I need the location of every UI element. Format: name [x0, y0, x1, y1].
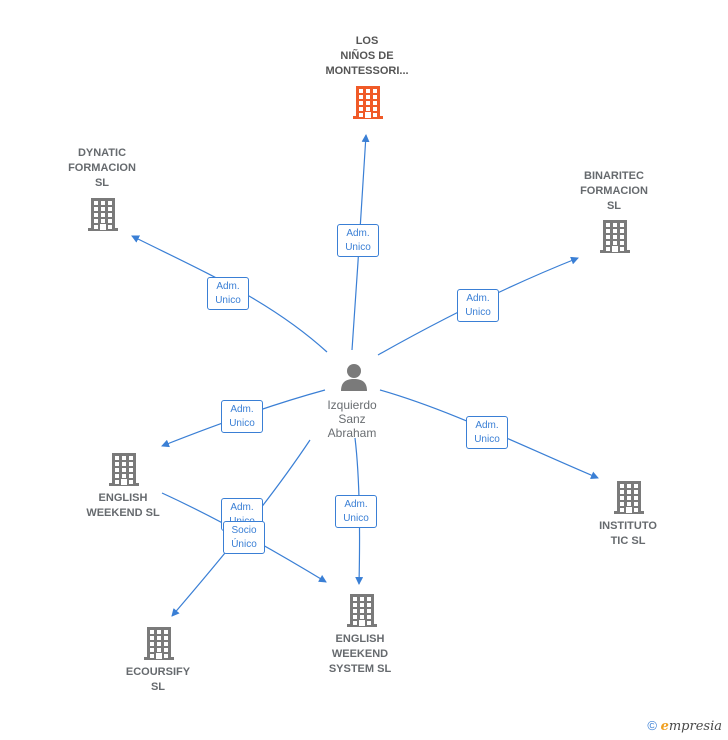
relation-badge-dynatic[interactable]: Adm. Unico	[207, 277, 249, 310]
relation-badge-instituto-tic[interactable]: Adm. Unico	[466, 416, 508, 449]
company-node-ecoursify[interactable]	[142, 625, 176, 666]
company-label-english-weekend[interactable]: ENGLISH WEEKEND SL	[86, 492, 160, 519]
person-name[interactable]: Izquierdo Sanz Abraham	[327, 398, 377, 440]
relation-type: Unico	[343, 513, 369, 524]
relation-type: Único	[231, 539, 257, 550]
copyright-icon: ©	[647, 718, 657, 733]
relation-type: Unico	[465, 307, 491, 318]
person-icon	[341, 364, 367, 391]
company-label-ecoursify[interactable]: ECOURSIFY SL	[125, 666, 191, 693]
company-node-english-weekend-system[interactable]	[345, 592, 379, 633]
relation-role: Adm.	[475, 420, 499, 431]
company-label-english-weekend-system[interactable]: ENGLISH WEEKEND SYSTEM SL	[328, 633, 392, 675]
relation-role: Socio	[231, 525, 257, 536]
brand-logo: empresia	[660, 719, 722, 734]
relation-role: Adm.	[344, 499, 368, 510]
building-icon	[88, 198, 118, 231]
relation-type: Unico	[474, 434, 500, 445]
building-icon	[347, 594, 377, 627]
company-node-dynatic[interactable]	[86, 196, 120, 237]
relation-role: Adm.	[216, 281, 240, 292]
relation-badge-montessori[interactable]: Adm. Unico	[337, 224, 379, 257]
relation-type: Unico	[345, 242, 371, 253]
relation-type: Unico	[215, 295, 241, 306]
relation-badge-binaritec[interactable]: Adm. Unico	[457, 289, 499, 322]
relation-type: Unico	[229, 418, 255, 429]
building-icon	[109, 453, 139, 486]
footer-brand[interactable]: © empresia	[647, 718, 722, 734]
company-label-dynatic[interactable]: DYNATIC FORMACION SL	[68, 147, 136, 189]
relation-badge-english-weekend-system[interactable]: Adm. Unico	[335, 495, 377, 528]
person-node[interactable]	[339, 362, 369, 397]
building-icon	[614, 481, 644, 514]
company-node-montessori[interactable]	[351, 84, 385, 125]
company-node-binaritec[interactable]	[598, 218, 632, 259]
relation-role: Adm.	[346, 228, 370, 239]
building-icon	[600, 220, 630, 253]
relation-role: Adm.	[230, 404, 254, 415]
building-icon	[144, 627, 174, 660]
company-node-english-weekend[interactable]	[107, 451, 141, 492]
company-label-instituto-tic[interactable]: INSTITUTO TIC SL	[599, 520, 657, 547]
company-label-binaritec[interactable]: BINARITEC FORMACION SL	[580, 170, 648, 212]
building-icon	[353, 86, 383, 119]
relation-badge-english-weekend[interactable]: Adm. Unico	[221, 400, 263, 433]
relation-badge-socio[interactable]: Socio Único	[223, 521, 265, 554]
company-label-montessori[interactable]: LOS NIÑOS DE MONTESSORI...	[325, 35, 409, 77]
relation-role: Adm.	[230, 502, 254, 513]
company-node-instituto-tic[interactable]	[612, 479, 646, 520]
relation-role: Adm.	[466, 293, 490, 304]
